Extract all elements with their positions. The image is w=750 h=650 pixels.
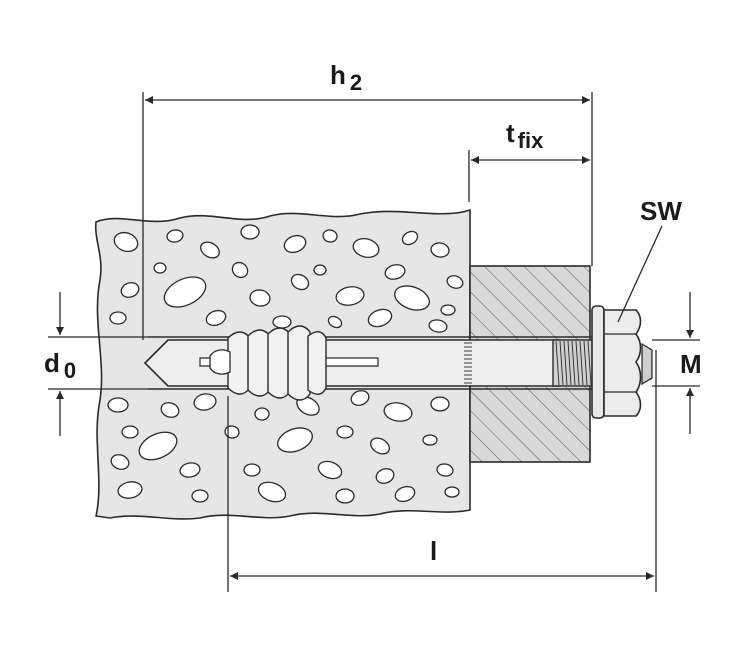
aggregate-stone bbox=[446, 275, 464, 289]
hex-nut bbox=[603, 309, 642, 417]
aggregate-stone bbox=[383, 402, 413, 422]
aggregate-stone bbox=[430, 242, 450, 258]
aggregate-stone bbox=[160, 402, 180, 418]
aggregate-stone bbox=[179, 462, 201, 478]
aggregate-stone bbox=[243, 463, 261, 477]
aggregate-stone bbox=[166, 229, 184, 243]
aggregate-stone bbox=[231, 261, 249, 279]
aggregate-stone bbox=[394, 285, 430, 311]
thread-line bbox=[567, 340, 572, 386]
thread-line bbox=[571, 340, 576, 386]
aggregate-stone bbox=[200, 241, 220, 259]
aggregate-stone bbox=[121, 425, 139, 439]
aggregate-stone bbox=[283, 234, 307, 254]
aggregate-stone bbox=[193, 393, 217, 411]
aggregate-stone bbox=[313, 264, 327, 276]
thread-line bbox=[587, 340, 592, 386]
thread-line bbox=[563, 340, 568, 386]
aggregate-stone bbox=[370, 437, 390, 455]
aggregate-stone bbox=[384, 264, 406, 280]
aggregate-stone bbox=[163, 276, 207, 308]
aggregate-stone bbox=[428, 319, 448, 333]
aggregate-stone bbox=[107, 397, 129, 413]
shaft-grip-marks bbox=[464, 342, 472, 384]
drill-hole bbox=[148, 336, 592, 390]
aggregate-stone bbox=[322, 229, 338, 243]
aggregate-stone bbox=[290, 273, 310, 291]
expansion-sleeve bbox=[209, 325, 327, 401]
thread-line bbox=[555, 340, 560, 386]
aggregate-stone bbox=[272, 315, 292, 329]
aggregate-stone bbox=[444, 486, 460, 498]
aggregate-stone bbox=[350, 390, 370, 406]
aggregate-stone bbox=[240, 224, 260, 240]
concrete-aggregate bbox=[107, 224, 464, 504]
aggregate-stone bbox=[249, 289, 271, 307]
thread-line bbox=[559, 340, 564, 386]
aggregate-stone bbox=[401, 230, 419, 246]
aggregate-stone bbox=[375, 468, 395, 484]
aggregate-stone bbox=[336, 425, 354, 439]
aggregate-stone bbox=[254, 407, 270, 421]
aggregate-stone bbox=[153, 262, 167, 274]
aggregate-stone bbox=[109, 311, 127, 325]
aggregate-stone bbox=[335, 286, 365, 306]
aggregate-stone bbox=[394, 485, 416, 503]
aggregate-stone bbox=[138, 431, 178, 461]
aggregate-stone bbox=[110, 454, 130, 470]
thread-line bbox=[575, 340, 580, 386]
aggregate-stone bbox=[191, 489, 209, 503]
aggregate-stone bbox=[335, 488, 355, 504]
thread-line bbox=[579, 340, 584, 386]
aggregate-stone bbox=[277, 427, 313, 453]
aggregate-stone bbox=[205, 309, 227, 327]
aggregate-stone bbox=[430, 396, 450, 412]
aggregate-stone bbox=[422, 434, 438, 446]
sw-label: SW bbox=[640, 196, 682, 226]
aggregate-stone bbox=[317, 460, 343, 480]
aggregate-stone bbox=[367, 308, 393, 328]
aggregate-stone bbox=[120, 282, 140, 298]
l-label: l bbox=[430, 536, 437, 566]
aggregate-stone bbox=[440, 304, 456, 316]
aggregate-stone bbox=[117, 481, 143, 499]
washer bbox=[591, 305, 605, 419]
aggregate-stone bbox=[113, 231, 139, 253]
dimension-lines bbox=[48, 92, 700, 592]
aggregate-stone bbox=[327, 315, 343, 329]
aggregate-stone bbox=[257, 481, 287, 503]
aggregate-stone bbox=[352, 238, 380, 258]
aggregate-stone bbox=[436, 463, 454, 477]
thread-line bbox=[583, 340, 588, 386]
sw-leader-line bbox=[617, 225, 663, 323]
m-label: M bbox=[680, 349, 702, 379]
